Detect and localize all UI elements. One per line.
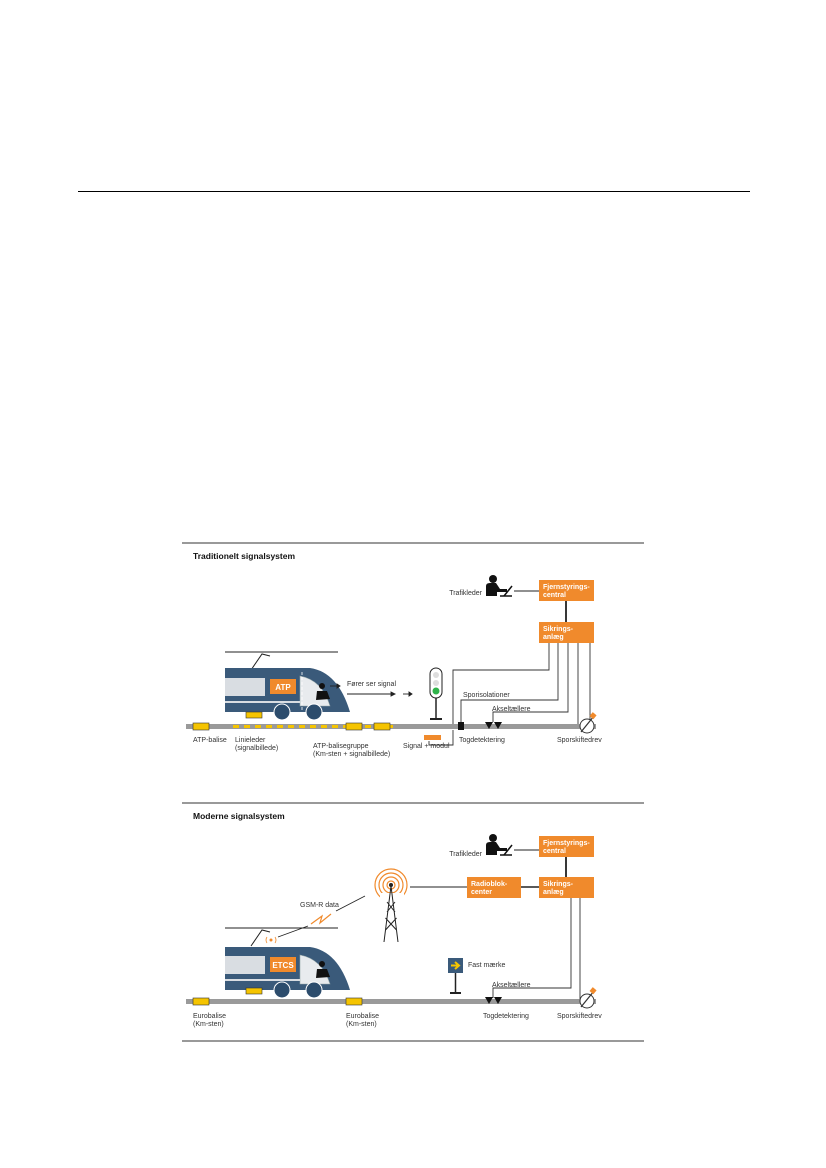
train-antenna-icon (265, 936, 277, 944)
signal-modul-block (424, 735, 441, 740)
modern-panel: Moderne signalsystem Trafikleder Fjernst… (182, 802, 644, 1042)
sporisolationer-label: Sporisolationer (463, 692, 510, 699)
traditional-trafikleder-label: Trafikleder (449, 590, 482, 597)
modern-etcs-badge (270, 957, 296, 972)
sporisolation-marker (458, 722, 464, 730)
eurobalise-1 (192, 997, 210, 1006)
traditional-train-badge-text: ATP (275, 683, 291, 692)
radio-mast-icon (374, 868, 408, 943)
modern-trafikleder-label: Trafikleder (449, 851, 482, 858)
switch-drive-icon (579, 712, 597, 734)
modern-akseltaeller-marker-2 (494, 997, 502, 1004)
linieleder-balise (245, 711, 263, 719)
modern-pantograph (250, 929, 271, 947)
atp-balisegruppe-balise-2 (373, 722, 391, 731)
balisegruppe-label-1: ATP-balisegruppe (313, 743, 369, 750)
signal-modul-label: Signal + modul (403, 743, 450, 750)
modern-train: ETCS (225, 947, 350, 999)
traditional-fjernstyring-box (539, 580, 594, 601)
page-header-rule (78, 191, 750, 192)
traditional-fjern-line2: central (543, 592, 566, 599)
driver-sight-arrows (330, 683, 413, 697)
traditional-title: Traditionelt signalsystem (193, 551, 295, 561)
traditional-pantograph (250, 653, 271, 671)
eurobalise-2 (345, 997, 363, 1006)
traditional-sikring-line2: anlæg (543, 634, 564, 641)
akseltaeller-marker-2 (494, 722, 502, 729)
gsm-r-link-upper (335, 895, 366, 912)
traditional-train: ATP (225, 668, 350, 726)
traditional-panel: Traditionelt signalsystem Trafikleder Fj… (182, 542, 644, 758)
modern-sikring-box (539, 877, 594, 898)
traditional-sikring-box (539, 622, 594, 643)
modern-wires (492, 898, 581, 1002)
traditional-wires (428, 643, 591, 746)
linieleder-label-1: Linieleder (235, 737, 266, 744)
eurobalise-1-label-1: Eurobalise (193, 1013, 226, 1020)
modern-sporskiftedrev-label: Sporskiftedrev (557, 1013, 602, 1020)
modern-fjern-line2: central (543, 848, 566, 855)
modern-fjernstyring-box (539, 836, 594, 857)
traditional-sporskiftedrev-label: Sporskiftedrev (557, 737, 602, 744)
radioblok-line1: Radioblok- (471, 881, 508, 888)
modern-akseltaeller-marker-1 (485, 997, 493, 1004)
gsm-r-label: GSM-R data (300, 902, 339, 909)
akseltaeller-marker-1 (485, 722, 493, 729)
traditional-akseltaellere-label: Akseltællere (492, 706, 531, 713)
modern-sikring-line2: anlæg (543, 889, 564, 896)
modern-akseltaellere-label: Akseltællere (492, 982, 531, 989)
modern-title: Moderne signalsystem (193, 811, 285, 821)
atp-balise (192, 722, 210, 731)
radioblok-line2: center (471, 889, 492, 896)
traditional-atp-badge (270, 679, 296, 694)
eurobalise-2-label-1: Eurobalise (346, 1013, 379, 1020)
atp-balise-label: ATP-balise (193, 737, 227, 744)
signal-lamp-icon (429, 667, 443, 720)
linieleder-label-2: (signalbillede) (235, 745, 278, 752)
gsm-r-bolt (310, 913, 332, 925)
radioblok-box (467, 877, 521, 898)
modern-train-badge-text: ETCS (272, 961, 294, 970)
traditional-togdetektering-label: Togdetektering (459, 737, 505, 744)
traditional-sikring-line1: Sikrings- (543, 626, 574, 633)
fixed-marker-icon (448, 958, 463, 994)
eurobalise-2-label-2: (Km-sten) (346, 1021, 377, 1028)
modern-fjern-line1: Fjernstyrings- (543, 840, 590, 847)
operator-desk-icon (486, 575, 513, 597)
modern-togdetektering-label: Togdetektering (483, 1013, 529, 1020)
traditional-fjern-line1: Fjernstyrings- (543, 584, 590, 591)
operator-desk-icon (486, 834, 513, 856)
fast-maerke-label: Fast mærke (468, 962, 505, 969)
switch-drive-icon (579, 987, 597, 1009)
modern-rail (186, 999, 596, 1004)
forer-ser-signal-label: Fører ser signal (347, 681, 396, 688)
atp-balisegruppe-balise-1 (345, 722, 363, 731)
balisegruppe-label-2: (Km-sten + signalbillede) (313, 751, 390, 758)
train-balise-reader (245, 987, 263, 995)
eurobalise-1-label-2: (Km-sten) (193, 1021, 224, 1028)
modern-sikring-line1: Sikrings- (543, 881, 574, 888)
